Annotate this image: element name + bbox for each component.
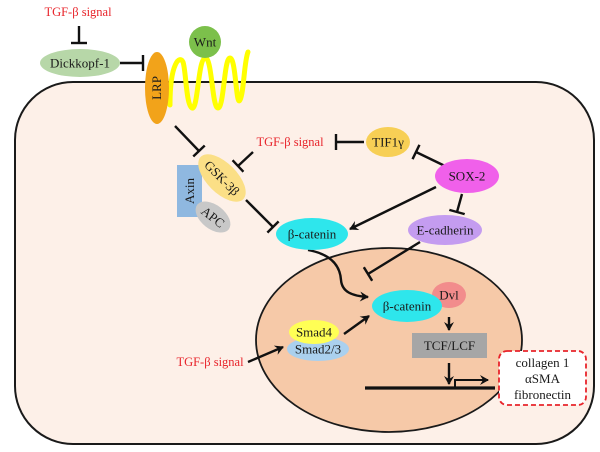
output-gene-2: αSMA <box>525 371 561 386</box>
edge-tgf-bottom-smad <box>247 345 284 364</box>
tgf-signal-bottom: TGF-β signal <box>176 355 244 369</box>
node-dickkopf: Dickkopf-1 <box>40 49 120 77</box>
edge-sox2-betacatenin <box>349 185 437 231</box>
ecadherin-label: E-cadherin <box>416 223 474 238</box>
output-gene-1: collagen 1 <box>516 355 570 370</box>
smad23-label: Smad2/3 <box>295 342 341 357</box>
node-beta-catenin-cytoplasm: β-catenin <box>276 218 348 250</box>
edge-betacatenin-translocation <box>307 248 369 302</box>
node-wnt: Wnt <box>189 26 221 58</box>
beta-catenin-nucleus-label: β-catenin <box>383 299 432 314</box>
axin-label: Axin <box>182 178 197 205</box>
node-lrp: LRP <box>145 52 169 124</box>
edge-sox2-ecadherin <box>448 193 466 216</box>
dvl-label: Dvl <box>439 288 459 303</box>
node-beta-catenin-nucleus: β-catenin <box>372 290 442 322</box>
receptor-coil <box>167 49 251 111</box>
output-genes-box: collagen 1 αSMA fibronectin <box>498 350 587 406</box>
beta-catenin-cytoplasm-label: β-catenin <box>288 227 337 242</box>
lrp-label: LRP <box>149 76 164 100</box>
node-sox2: SOX-2 <box>435 159 499 193</box>
node-smad4: Smad4 <box>289 320 339 344</box>
output-gene-3: fibronectin <box>514 387 572 402</box>
node-ecadherin: E-cadherin <box>408 215 482 245</box>
node-tif1g: TIF1γ <box>366 127 410 157</box>
edge-smad-betacatenin <box>343 315 370 335</box>
promoter-arrow <box>454 375 489 388</box>
tcf-lcf-label: TCF/LCF <box>424 338 475 353</box>
tgf-signal-mid: TGF-β signal <box>256 135 324 149</box>
tgf-signal-top: TGF-β signal <box>44 5 112 19</box>
sox2-label: SOX-2 <box>449 169 486 184</box>
edge-sox2-tif1g <box>411 144 446 168</box>
node-tcf-lcf: TCF/LCF <box>412 333 487 358</box>
tif1g-label: TIF1γ <box>372 135 404 150</box>
dickkopf-label: Dickkopf-1 <box>50 56 110 71</box>
node-smad23: Smad2/3 <box>287 337 349 361</box>
edge-gsk-betacatenin <box>245 199 280 234</box>
wnt-label: Wnt <box>194 35 217 50</box>
edge-ecadherin-translocation <box>362 240 421 282</box>
smad4-label: Smad4 <box>296 325 333 340</box>
edge-tgf-mid-gsk <box>231 151 254 173</box>
edge-lrp-gsk <box>174 125 206 158</box>
